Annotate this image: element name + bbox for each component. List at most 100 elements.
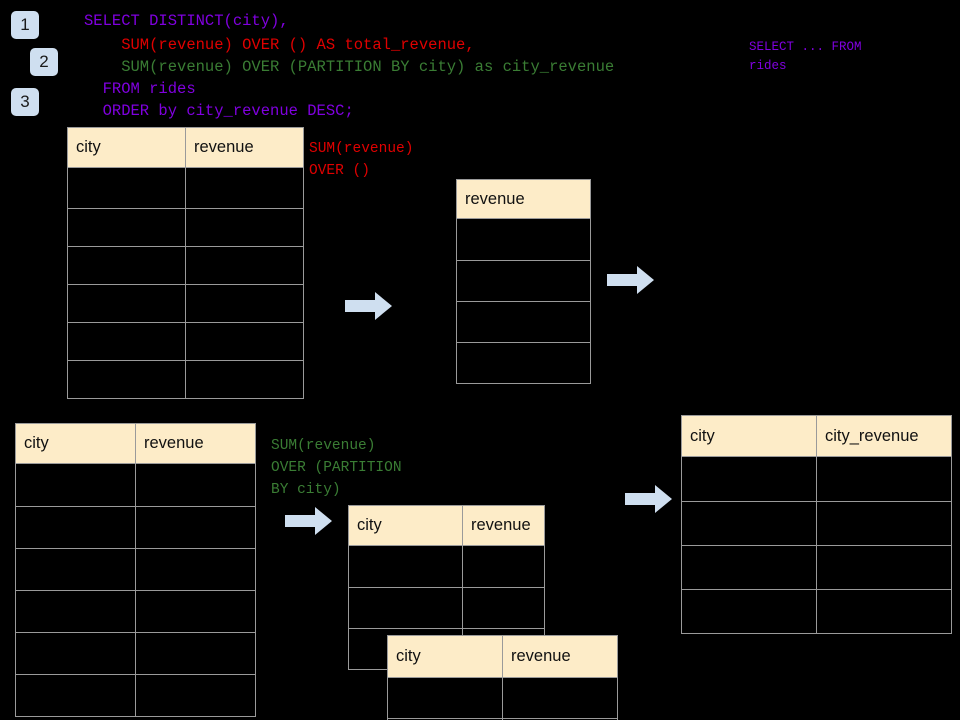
table-row [67, 360, 304, 399]
table-row [456, 301, 591, 343]
cell-city [67, 284, 186, 323]
cell-revenue [135, 463, 256, 507]
table-header-row: city revenue [15, 423, 256, 464]
cell-city-revenue [816, 545, 952, 590]
cell-revenue [135, 590, 256, 633]
cell-city [15, 632, 136, 675]
cell-city [67, 322, 186, 361]
cell-city [15, 590, 136, 633]
column-header-revenue: revenue [185, 127, 304, 168]
cell-city [67, 360, 186, 399]
table-row [15, 632, 256, 675]
table-row [681, 501, 952, 546]
column-header-city: city [67, 127, 186, 168]
side-note-select-from-rides: SELECT ... FROM rides [749, 40, 862, 73]
cell-city [681, 501, 817, 546]
sql-line-total-revenue: SUM(revenue) OVER () AS total_revenue, [84, 36, 475, 54]
step-badge-2: 2 [30, 48, 58, 76]
cell-city [681, 456, 817, 502]
table-header-row: city revenue [67, 127, 304, 168]
table-row [456, 260, 591, 302]
cell-revenue [135, 674, 256, 717]
table-result: city city_revenue [681, 415, 952, 634]
cell-revenue [456, 342, 591, 384]
table-row [681, 456, 952, 502]
cell-revenue [462, 545, 545, 588]
cell-city [15, 548, 136, 591]
cell-city [67, 208, 186, 247]
sql-line-select: SELECT DISTINCT(city), [84, 12, 289, 30]
column-header-city-revenue: city_revenue [816, 415, 952, 457]
column-header-revenue: revenue [462, 505, 545, 546]
table-total-revenue: revenue [456, 179, 591, 384]
column-header-revenue: revenue [135, 423, 256, 464]
cell-city [15, 463, 136, 507]
table-row [681, 545, 952, 590]
sql-line-order-by: ORDER by city_revenue DESC; [84, 102, 354, 120]
column-header-city: city [681, 415, 817, 457]
table-row [15, 548, 256, 591]
table-header-row: city revenue [348, 505, 545, 546]
cell-revenue [462, 587, 545, 629]
cell-city [387, 677, 503, 719]
table-row [15, 590, 256, 633]
cell-city [681, 545, 817, 590]
cell-revenue [185, 284, 304, 323]
step-badge-1: 1 [11, 11, 39, 39]
table-row [67, 167, 304, 209]
column-header-revenue: revenue [502, 635, 618, 678]
cell-revenue [135, 548, 256, 591]
column-header-city: city [15, 423, 136, 464]
cell-revenue [456, 260, 591, 302]
table-source-top: city revenue [67, 127, 304, 399]
cell-revenue [502, 718, 618, 720]
cell-revenue [185, 246, 304, 285]
cell-city [15, 506, 136, 549]
table-row [67, 322, 304, 361]
table-row [15, 506, 256, 549]
table-row [67, 284, 304, 323]
table-partition-front: city revenue [387, 635, 618, 720]
arrow-source-to-total [345, 291, 393, 326]
sql-line-from: FROM rides [84, 80, 196, 98]
cell-revenue [185, 322, 304, 361]
cell-city [15, 674, 136, 717]
cell-city [348, 545, 463, 588]
cell-revenue [502, 677, 618, 719]
table-header-row: city city_revenue [681, 415, 952, 457]
cell-city [67, 246, 186, 285]
table-row [456, 218, 591, 261]
cell-city [67, 167, 186, 209]
cell-revenue [135, 632, 256, 675]
table-row [15, 674, 256, 717]
cell-revenue [456, 218, 591, 261]
column-header-city: city [387, 635, 503, 678]
table-row [681, 589, 952, 634]
cell-city [681, 589, 817, 634]
table-row [387, 677, 618, 719]
table-source-bottom: city revenue [15, 423, 256, 717]
column-header-revenue: revenue [456, 179, 591, 219]
table-row [67, 208, 304, 247]
cell-city-revenue [816, 589, 952, 634]
table-row [387, 718, 618, 720]
cell-city [348, 587, 463, 629]
cell-revenue [135, 506, 256, 549]
arrow-source-to-partition [285, 506, 333, 541]
table-row [67, 246, 304, 285]
sql-line-city-revenue: SUM(revenue) OVER (PARTITION BY city) as… [84, 58, 615, 76]
annotation-sum-over-empty: SUM(revenue) OVER () [309, 141, 414, 179]
table-header-row: city revenue [387, 635, 618, 678]
arrow-total-to-result [607, 265, 655, 300]
table-row [15, 463, 256, 507]
cell-revenue [185, 208, 304, 247]
table-row [348, 587, 545, 629]
step-badge-3: 3 [11, 88, 39, 116]
cell-city-revenue [816, 456, 952, 502]
annotation-sum-over-partition: SUM(revenue) OVER (PARTITION BY city) [271, 438, 402, 498]
arrow-partition-to-result [625, 484, 673, 519]
cell-revenue [185, 167, 304, 209]
table-row [456, 342, 591, 384]
cell-revenue [456, 301, 591, 343]
